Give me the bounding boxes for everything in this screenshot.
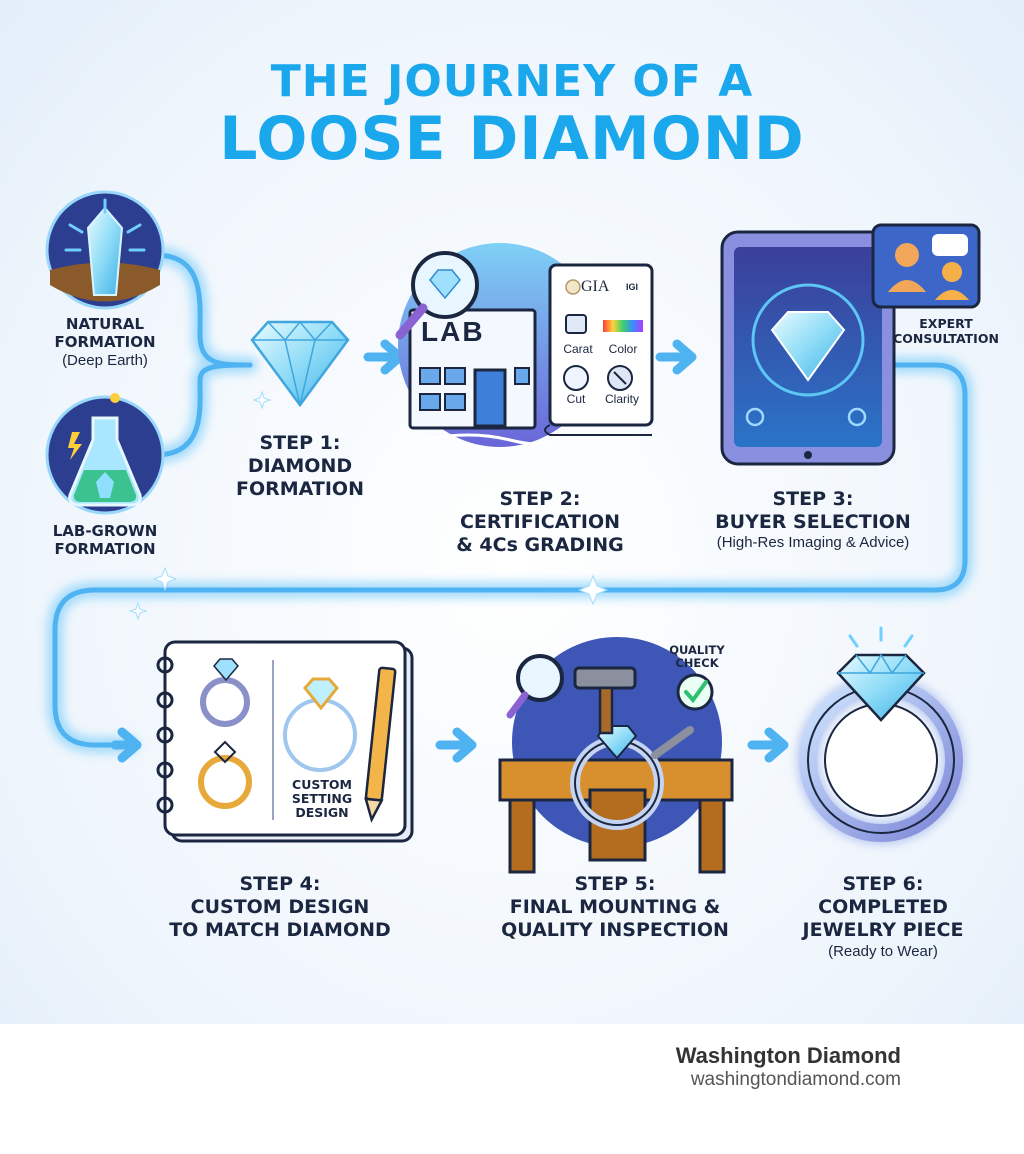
step-4-label: STEP 4: CUSTOM DESIGN TO MATCH DIAMOND bbox=[169, 873, 391, 942]
infographic-canvas: THE JOURNEY OF A LOOSE DIAMOND NATURAL F… bbox=[0, 0, 1024, 1024]
step-6-label: STEP 6: COMPLETED JEWELRY PIECE (Ready t… bbox=[802, 873, 964, 960]
gia-label: GIA bbox=[581, 278, 610, 295]
lab-grown-label: LAB-GROWN FORMATION bbox=[52, 522, 158, 559]
flow-arrows bbox=[110, 339, 789, 763]
custom-setting-design-note: CUSTOM SETTING DESIGN bbox=[291, 777, 353, 820]
lab-grown-icon bbox=[45, 393, 165, 515]
step-3-label: STEP 3: BUYER SELECTION (High-Res Imagin… bbox=[715, 488, 911, 552]
workbench-icon bbox=[498, 637, 734, 874]
step-2-label: STEP 2: CERTIFICATION & 4Cs GRADING bbox=[456, 488, 624, 557]
step-5-label: STEP 5: FINAL MOUNTING & QUALITY INSPECT… bbox=[501, 873, 729, 942]
cut-label: Cut bbox=[566, 392, 586, 406]
magnifier-icon bbox=[395, 251, 479, 340]
natural-formation-icon bbox=[45, 190, 165, 310]
quality-check-label: QUALITY CHECK bbox=[669, 643, 725, 671]
brand-name: Washington Diamond bbox=[675, 1043, 901, 1068]
igi-label: IGI bbox=[626, 282, 639, 292]
carat-label: Carat bbox=[563, 342, 593, 356]
completed-ring-icon bbox=[797, 626, 965, 844]
clarity-label: Clarity bbox=[604, 392, 639, 406]
natural-formation-label: NATURAL FORMATION (Deep Earth) bbox=[54, 315, 156, 369]
step-1-label: STEP 1: DIAMOND FORMATION bbox=[236, 432, 364, 501]
flow-path bbox=[45, 190, 981, 874]
brand-url: washingtondiamond.com bbox=[690, 1069, 901, 1090]
design-notebook-icon bbox=[156, 640, 414, 843]
color-label: Color bbox=[608, 342, 638, 356]
title-line-2: LOOSE DIAMOND bbox=[219, 104, 805, 174]
certificate-icon bbox=[544, 263, 654, 436]
footer bbox=[0, 1024, 1024, 1154]
title-line-1: THE JOURNEY OF A bbox=[270, 56, 754, 107]
diamond-icon bbox=[250, 320, 350, 408]
lab-sign: LAB bbox=[421, 316, 485, 347]
tablet-icon bbox=[720, 230, 896, 466]
expert-consultation-icon bbox=[871, 223, 981, 309]
expert-consultation-label: EXPERT CONSULTATION bbox=[893, 316, 999, 347]
